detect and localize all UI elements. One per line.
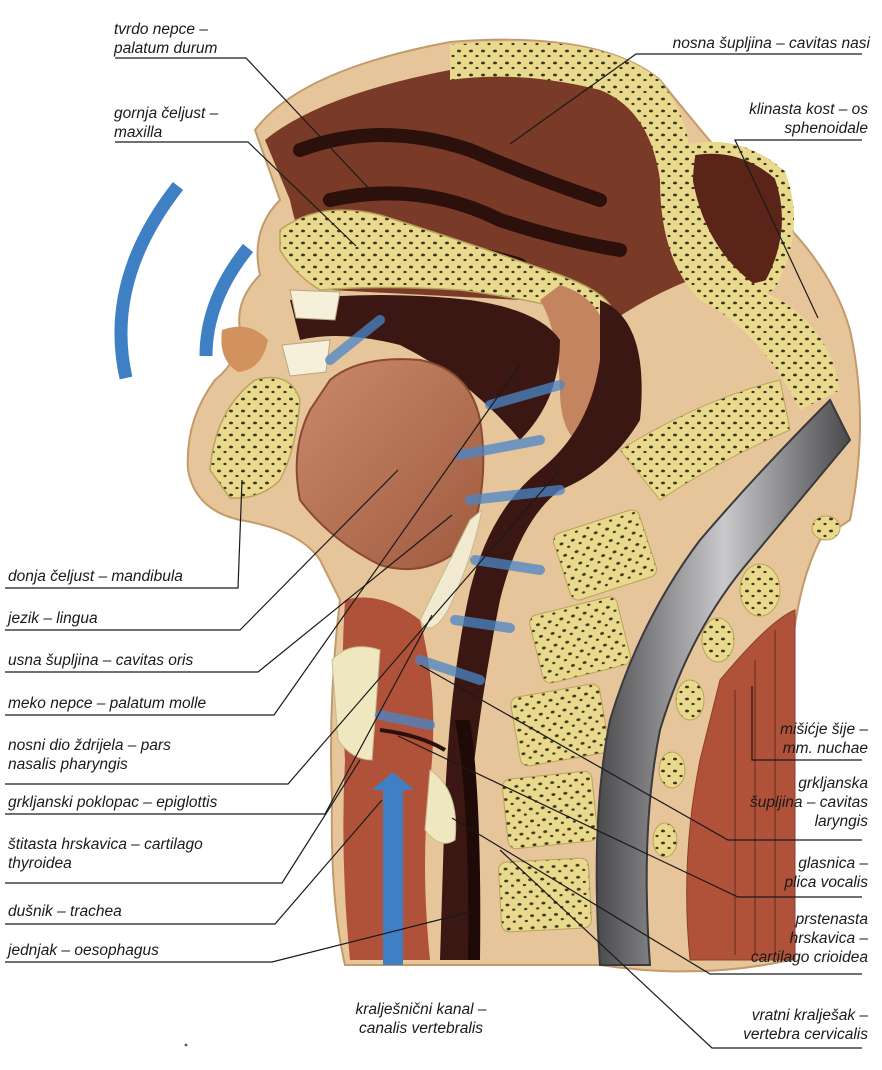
upper-teeth: [290, 290, 340, 320]
label-nosna-supljina: nosna šupljina – cavitas nasi: [673, 34, 870, 53]
lower-teeth: [282, 340, 330, 376]
label-jednjak: jednjak – oesophagus: [8, 941, 159, 960]
label-grkljanski-poklopac: grkljanski poklopac – epiglottis: [8, 793, 217, 812]
sound-wave-outer: [121, 186, 178, 378]
label-prstenasta-hrskavica: prstenasta hrskavica – cartilago crioide…: [751, 910, 868, 967]
label-misicje-sije: mišićje šije – mm. nuchae: [780, 720, 868, 758]
label-stitasta-hrskavica: štitasta hrskavica – cartilago thyroidea: [8, 835, 203, 873]
label-kraljesnicni-kanal: kralješnični kanal – canalis vertebralis: [330, 1000, 512, 1038]
trachea-airflow: [383, 785, 403, 965]
label-jezik: jezik – lingua: [8, 609, 98, 628]
label-vratni-kraljesak: vratni kralješak – vertebra cervicalis: [743, 1006, 868, 1044]
label-nosni-dio-zdrijela: nosni dio ždrijela – pars nasalis pharyn…: [8, 736, 171, 774]
label-dusnik: dušnik – trachea: [8, 902, 122, 921]
label-glasnica: glasnica – plica vocalis: [784, 854, 868, 892]
label-meko-nepce: meko nepce – palatum molle: [8, 694, 206, 713]
label-grkljanska-supljina: grkljanska šupljina – cavitas laryngis: [750, 774, 868, 831]
scan-speck: [185, 1044, 188, 1047]
label-klinasta-kost: klinasta kost – os sphenoidale: [749, 100, 868, 138]
label-donja-celjust: donja čeljust – mandibula: [8, 567, 183, 586]
label-gornja-celjust: gornja čeljust – maxilla: [114, 104, 218, 142]
label-tvrdo-nepce: tvrdo nepce – palatum durum: [114, 20, 217, 58]
label-usna-supljina: usna šupljina – cavitas oris: [8, 651, 193, 670]
